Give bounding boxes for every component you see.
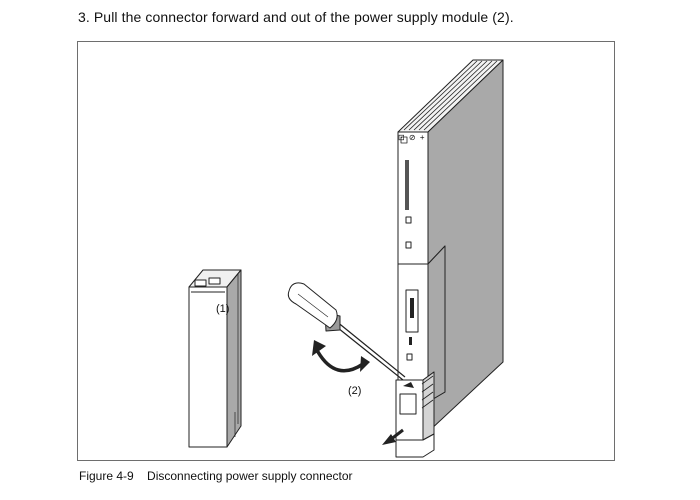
power-supply-illustration	[188, 59, 504, 458]
figure-frame	[77, 41, 615, 461]
module-front-symbols: ⊡ ⊘ +	[398, 133, 426, 142]
detached-connector	[188, 269, 242, 448]
callout-2-label: (2)	[348, 385, 362, 397]
power-supply-module	[395, 59, 504, 458]
pull-out-arrow-icon	[382, 428, 404, 445]
step-instruction: 3. Pull the connector forward and out of…	[78, 9, 514, 25]
figure-title: Disconnecting power supply connector	[147, 469, 353, 483]
rotate-arrow-icon	[312, 340, 370, 373]
figure-number: Figure 4-9	[79, 469, 134, 483]
screwdriver	[287, 282, 406, 381]
figure-caption: Figure 4-9 Disconnecting power supply co…	[79, 469, 353, 483]
callout-1-label: (1)	[216, 303, 230, 315]
